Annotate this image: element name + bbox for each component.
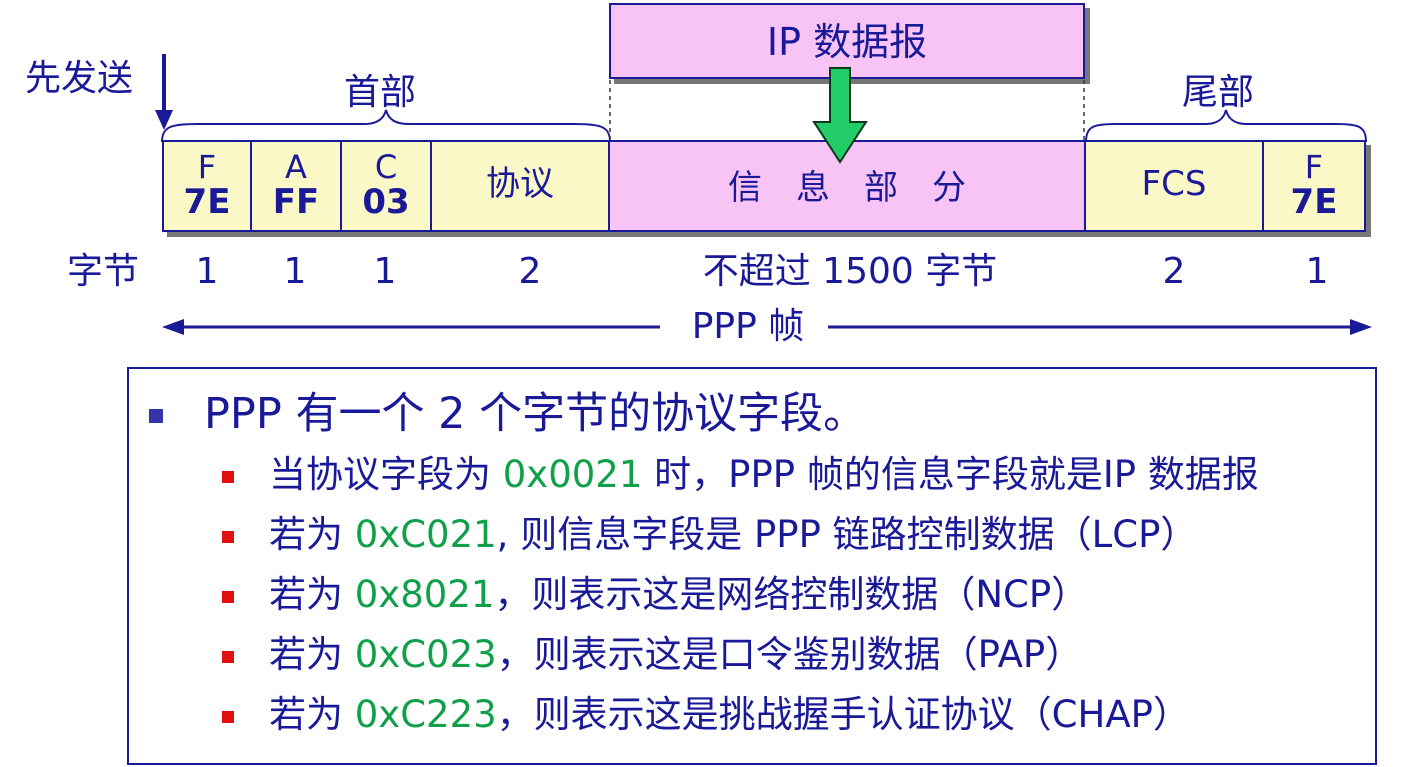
field-value: 7E — [183, 182, 231, 222]
ip-datagram-label: IP 数据报 — [766, 20, 928, 64]
insert-arrow-icon — [812, 67, 868, 164]
header-brace — [161, 109, 611, 143]
field-name: C — [374, 148, 398, 186]
note-text: 若为 — [269, 693, 355, 736]
sub-bullet-icon — [222, 651, 234, 663]
field-name: F — [197, 148, 217, 186]
field-flag-end: F 7E — [1262, 140, 1366, 232]
field-name: FCS — [1141, 164, 1207, 204]
field-control: C 03 — [340, 140, 432, 232]
field-address: A FF — [250, 140, 342, 232]
trailer-brace — [1085, 109, 1367, 143]
bytes-protocol: 2 — [518, 251, 542, 292]
field-name: F — [1304, 148, 1324, 186]
frame-span-arrow — [162, 319, 1372, 335]
bytes-flag-end: 1 — [1305, 251, 1329, 292]
bytes-control: 1 — [373, 251, 397, 292]
note-text: ，则表示这是网络控制数据（NCP） — [494, 573, 1089, 616]
field-fcs: FCS — [1084, 140, 1264, 232]
field-name: 信 息 部 分 — [728, 168, 966, 208]
dashed-guides — [609, 80, 1085, 140]
note-item: 若为 0xC021, 则信息字段是 PPP 链路控制数据（LCP） — [269, 513, 1197, 557]
protocol-code: 0x8021 — [354, 573, 495, 616]
bytes-address: 1 — [283, 251, 307, 292]
field-value: 7E — [1290, 182, 1338, 222]
note-text: 若为 — [269, 633, 355, 676]
sub-bullet-icon — [222, 591, 234, 603]
note-text: 若为 — [269, 513, 355, 556]
note-text: ，则表示这是挑战握手认证协议（CHAP） — [496, 693, 1190, 736]
protocol-code: 0xC023 — [354, 633, 497, 676]
note-item: 若为 0xC023，则表示这是口令鉴别数据（PAP） — [269, 633, 1082, 677]
sub-bullet-icon — [222, 711, 234, 723]
note-text: ，则表示这是口令鉴别数据（PAP） — [496, 633, 1083, 676]
send-first-label: 先发送 — [25, 58, 134, 99]
frame-label: PPP 帧 — [691, 306, 805, 347]
bytes-label: 字节 — [66, 251, 139, 292]
field-information: 信 息 部 分 — [608, 140, 1086, 232]
notes-main: PPP 有一个 2 个字节的协议字段。 — [204, 389, 867, 439]
bytes-information: 不超过 1500 字节 — [702, 251, 998, 292]
protocol-code: 0xC021 — [354, 513, 497, 556]
send-direction-arrow — [155, 54, 173, 130]
note-item: 若为 0xC223，则表示这是挑战握手认证协议（CHAP） — [269, 693, 1190, 737]
note-text: 若为 — [269, 573, 355, 616]
trailer-label: 尾部 — [1182, 72, 1255, 113]
field-value: FF — [272, 182, 320, 222]
sub-bullet-icon — [222, 531, 234, 543]
field-flag-start: F 7E — [162, 140, 252, 232]
note-text: , 则信息字段是 PPP 链路控制数据（LCP） — [496, 513, 1198, 556]
bytes-fcs: 2 — [1162, 251, 1186, 292]
protocol-code: 0x0021 — [502, 453, 643, 496]
bytes-flag-start: 1 — [195, 251, 219, 292]
ip-datagram-box: IP 数据报 — [609, 3, 1085, 79]
note-text: 时，PPP 帧的信息字段就是IP 数据报 — [642, 453, 1259, 496]
protocol-code: 0xC223 — [354, 693, 497, 736]
main-bullet-icon — [149, 409, 163, 423]
note-item: 当协议字段为 0x0021 时，PPP 帧的信息字段就是IP 数据报 — [269, 453, 1259, 497]
notes-box: PPP 有一个 2 个字节的协议字段。 当协议字段为 0x0021 时，PPP … — [127, 367, 1377, 765]
field-name: A — [285, 148, 307, 186]
sub-bullet-icon — [222, 471, 234, 483]
field-value: 03 — [362, 182, 410, 222]
field-name: 协议 — [486, 164, 554, 204]
note-text: 当协议字段为 — [269, 453, 503, 496]
note-item: 若为 0x8021，则表示这是网络控制数据（NCP） — [269, 573, 1088, 617]
field-protocol: 协议 — [430, 140, 610, 232]
header-label: 首部 — [344, 72, 417, 113]
